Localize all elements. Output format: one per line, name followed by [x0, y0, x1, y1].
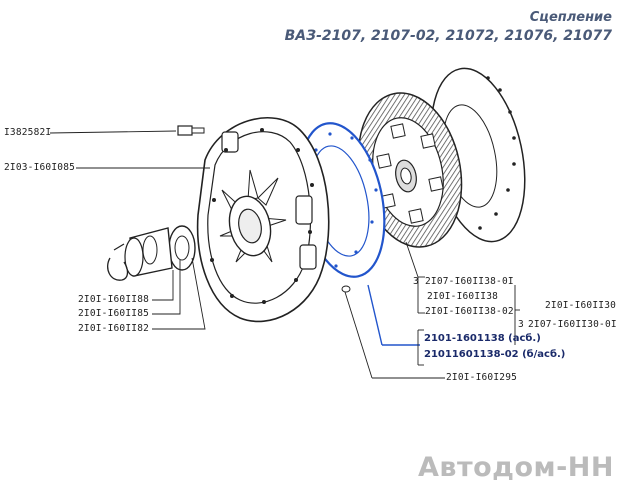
part-label-disc-alt2-qty: 3 — [518, 319, 524, 330]
bolt — [177, 125, 205, 136]
pressure-plate — [196, 116, 330, 323]
diagram-subtitle: ВАЗ-2107, 2107-02, 21072, 21076, 21077 — [284, 28, 612, 44]
part-label-lining-2: 21011601138-02 (б/асб.) — [424, 349, 566, 360]
leader-lines — [49, 130, 445, 379]
part-label-rivet: 2I0I-I60I295 — [446, 372, 518, 383]
release-bearing — [107, 225, 196, 281]
rivet — [341, 285, 351, 293]
diagram-title: Сцепление — [529, 10, 612, 25]
part-label-bearing-3: 2I0I-I60II82 — [78, 323, 150, 334]
part-label-disc-2: 2I0I-I60II38 — [427, 291, 499, 302]
part-label-bearing-2: 2I0I-I60II85 — [78, 308, 150, 319]
part-label-lining-1: 2101-1601138 (асб.) — [424, 333, 541, 344]
highlight-leader-lines — [367, 284, 420, 346]
watermark: Автодом-НН — [417, 452, 614, 483]
part-label-disc-qty: 3 — [413, 276, 419, 287]
disc-bracket — [405, 241, 520, 366]
part-label-basket: 2I03-I60I085 — [4, 162, 76, 173]
part-label-disc-3: 2I0I-I60II38-02 — [425, 306, 514, 317]
part-label-disc-alt: 2I0I-I60II30 — [545, 300, 617, 311]
part-label-bearing-1: 2I0I-I60II88 — [78, 294, 150, 305]
part-label-bolt: I382582I — [4, 127, 52, 138]
part-label-disc-1: 2I07-I60II38-0I — [425, 276, 514, 287]
part-label-disc-alt2: 2I07-I60II30-0I — [528, 319, 617, 330]
